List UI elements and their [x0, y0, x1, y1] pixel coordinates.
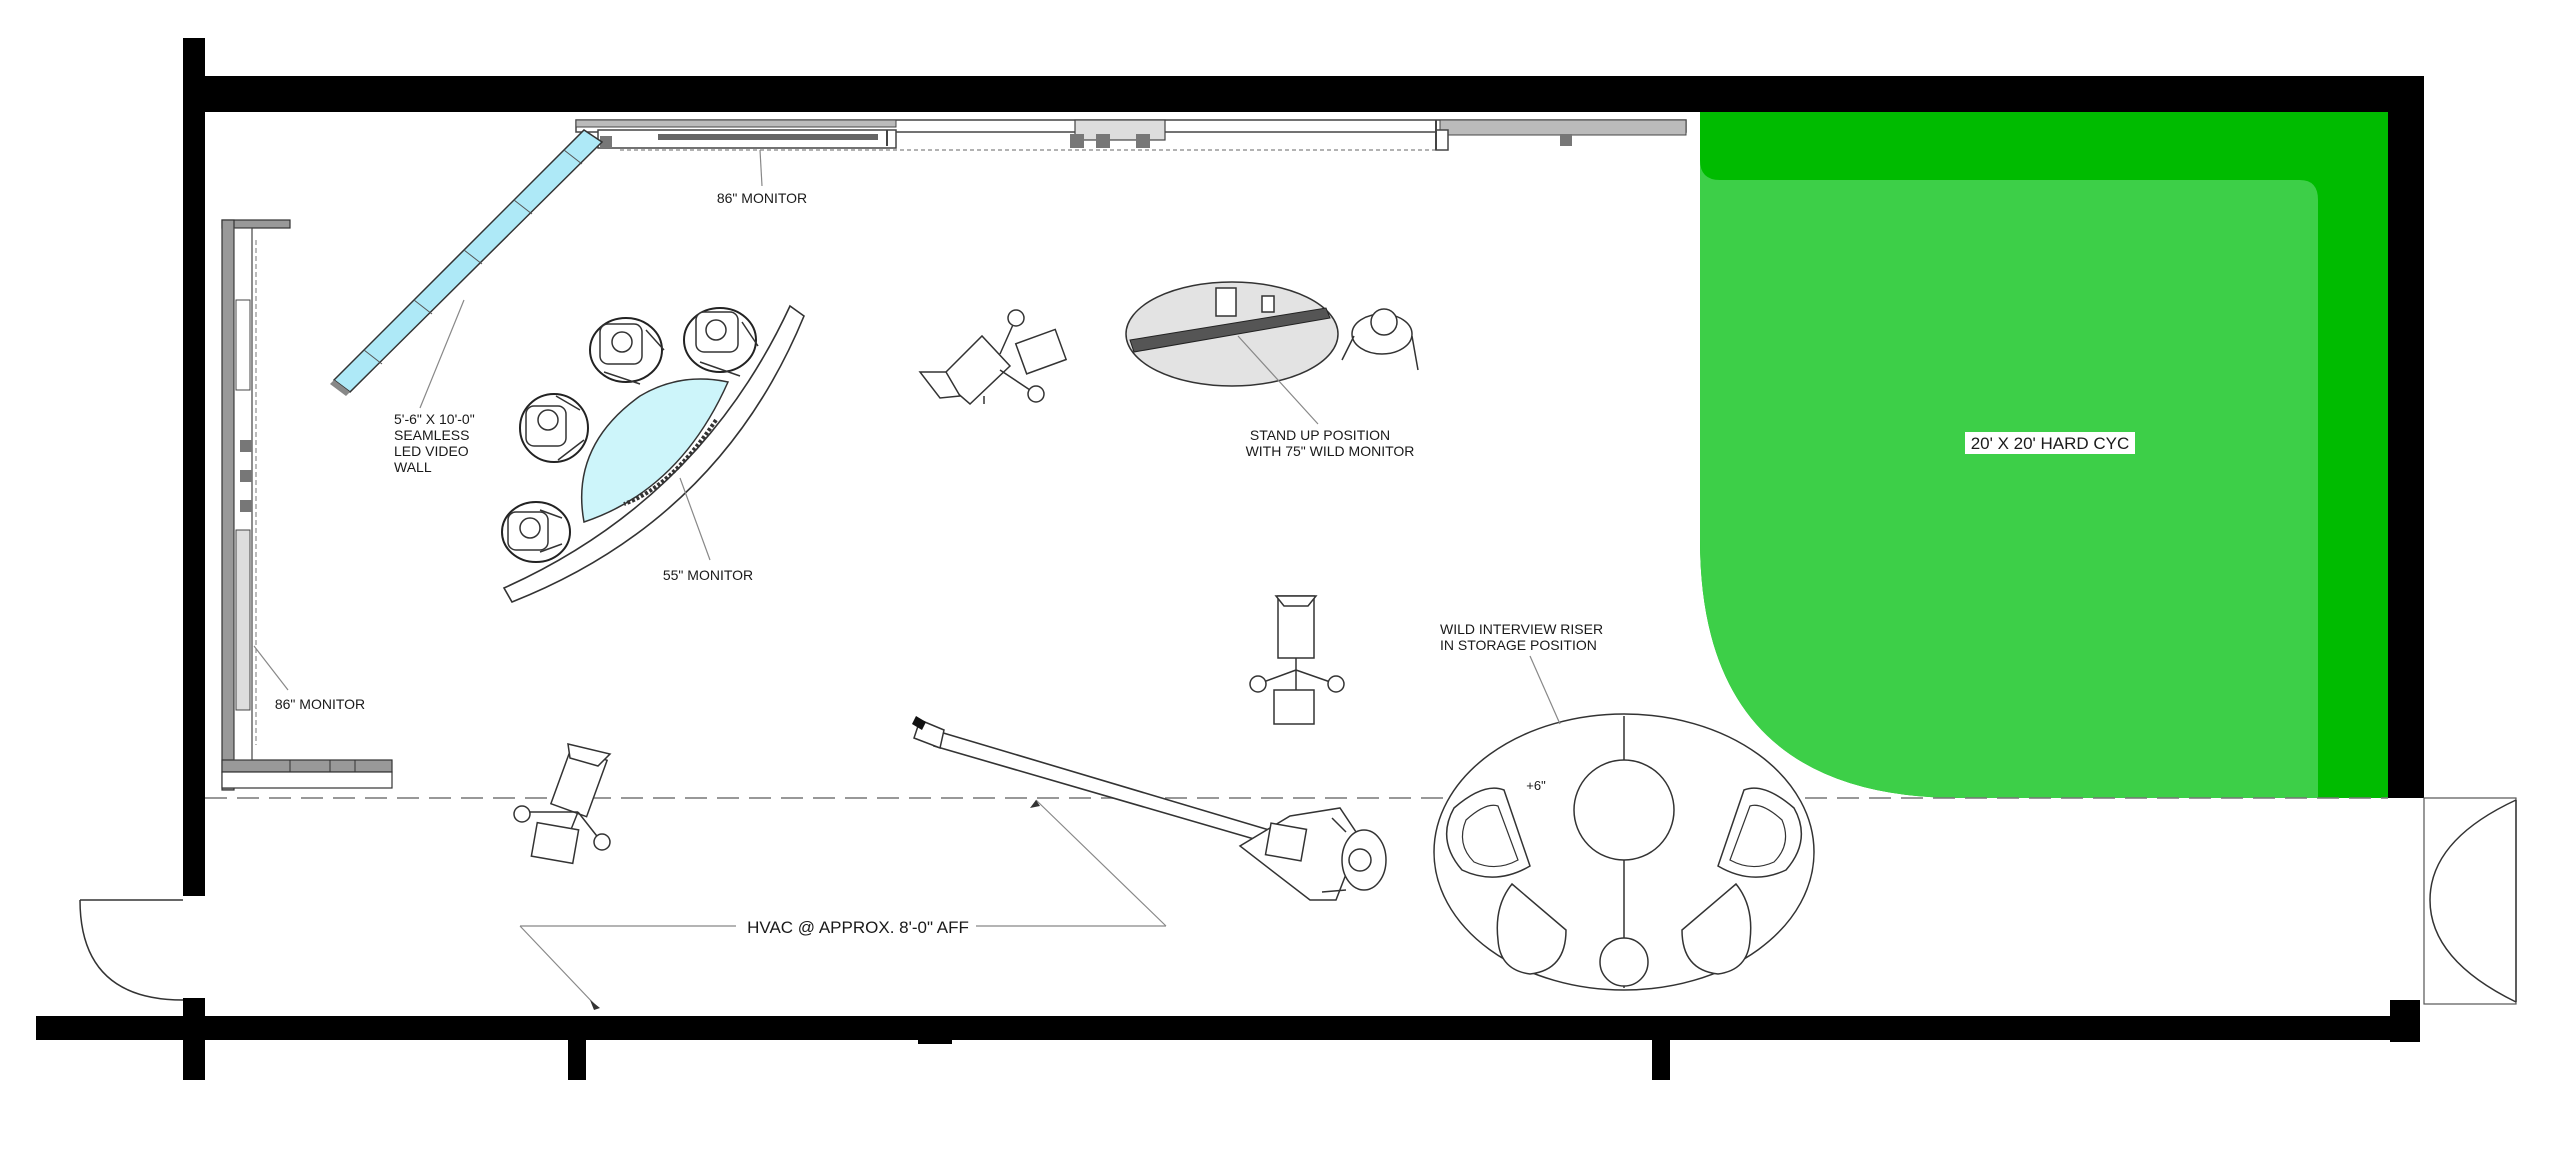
- riser-label-2: IN STORAGE POSITION: [1440, 637, 1597, 653]
- desk-top: [502, 304, 805, 603]
- led-wall-label-4: WALL: [394, 459, 432, 475]
- led-wall-label-3: LED VIDEO: [394, 443, 469, 459]
- led-screen: [332, 129, 604, 393]
- desk-chair-1[interactable]: [501, 501, 571, 563]
- riser-stool: [1599, 937, 1649, 987]
- jib-operator: [1321, 817, 1387, 893]
- riser-height-label: +6": [1526, 778, 1546, 793]
- led-wall-label-1: 5'-6" X 10'-0": [394, 411, 475, 427]
- desk-monitor-55: [580, 378, 730, 523]
- south-column-3: [918, 1030, 952, 1044]
- standing-person: [1341, 308, 1419, 371]
- monitor-86-left[interactable]: 86" MONITOR: [253, 645, 365, 712]
- monitor-55-label: 55" MONITOR: [663, 567, 753, 583]
- desk-chair-3[interactable]: [589, 317, 665, 385]
- east-wall: [2388, 76, 2424, 798]
- standup-label-2: WITH 75" WILD MONITOR: [1246, 443, 1415, 459]
- north-wall-unit: [575, 119, 1687, 151]
- monitor-86-left-label: 86" MONITOR: [275, 696, 365, 712]
- monitor-86-top-label: 86" MONITOR: [717, 190, 807, 206]
- cyc-inner: [1700, 160, 2318, 798]
- riser-label-1: WILD INTERVIEW RISER: [1440, 621, 1603, 637]
- door-east[interactable]: [2423, 797, 2517, 1005]
- south-column-4: [1652, 1030, 1670, 1080]
- cyc-label-bg: [1965, 432, 2135, 454]
- south-column-5: [2390, 1000, 2420, 1042]
- camera-1[interactable]: [918, 309, 1068, 406]
- desk-chair-4[interactable]: [683, 307, 759, 377]
- north-wall: [183, 76, 2423, 112]
- wild-monitor-75: [1129, 307, 1331, 353]
- curved-anchor-desk[interactable]: 55" MONITOR: [501, 304, 805, 603]
- south-column-1: [183, 998, 205, 1080]
- monitor-86-top[interactable]: 86" MONITOR: [717, 149, 807, 206]
- hvac-note: HVAC @ APPROX. 8'-0" AFF: [519, 799, 1167, 1010]
- desk-chair-2[interactable]: [519, 393, 589, 463]
- standup-label-1: STAND UP POSITION: [1250, 427, 1390, 443]
- jib-arm: [932, 731, 1298, 851]
- west-wall-unit: [221, 219, 393, 791]
- camera-2[interactable]: [1249, 595, 1345, 725]
- led-wall-label-2: SEAMLESS: [394, 427, 469, 443]
- west-wall: [183, 38, 205, 896]
- cyc-label: 20' X 20' HARD CYC: [1971, 434, 2130, 453]
- south-column-2: [568, 1030, 586, 1080]
- south-wall: [36, 1016, 2418, 1040]
- led-video-wall[interactable]: 5'-6" X 10'-0" SEAMLESS LED VIDEO WALL: [330, 129, 604, 475]
- riser-table: [1573, 759, 1675, 861]
- hard-cyc[interactable]: 20' X 20' HARD CYC: [1700, 112, 2388, 798]
- interview-riser[interactable]: +6" WILD INTERVIEW RISER IN STORAGE POSI…: [1433, 621, 1815, 991]
- hvac-label: HVAC @ APPROX. 8'-0" AFF: [747, 918, 969, 937]
- standup-position[interactable]: STAND UP POSITION WITH 75" WILD MONITOR: [1125, 281, 1419, 459]
- east-wall-end: [2388, 780, 2424, 798]
- camera-3[interactable]: [513, 743, 612, 865]
- door-west[interactable]: [79, 899, 184, 1001]
- camera-jib[interactable]: [912, 716, 1387, 901]
- walls: [36, 38, 2424, 1080]
